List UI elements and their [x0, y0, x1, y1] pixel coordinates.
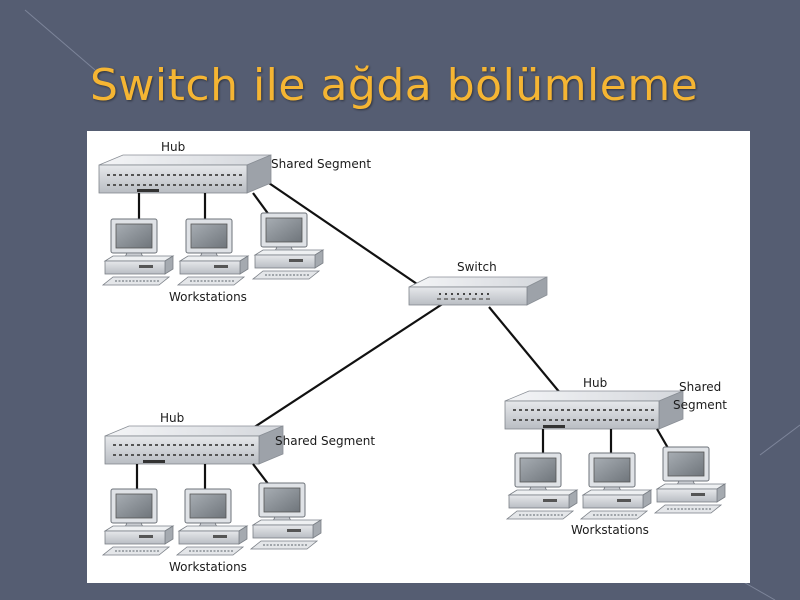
- workstation: [653, 446, 727, 514]
- keyboard-icon: [505, 510, 575, 520]
- workstation-cables: [541, 428, 673, 456]
- monitor-icon: [260, 212, 308, 254]
- switch-label: Switch: [457, 260, 497, 274]
- monitor-icon: [258, 482, 306, 524]
- computer-case-icon: [178, 255, 250, 275]
- workstation: [101, 488, 175, 556]
- monitor-icon: [514, 452, 562, 494]
- workstation-cables: [135, 463, 273, 490]
- monitor-icon: [185, 218, 233, 260]
- workstation: [579, 452, 653, 520]
- workstation: [251, 212, 325, 280]
- keyboard-icon: [579, 510, 649, 520]
- cable-hub2-switch: [226, 300, 448, 446]
- segment-label-line-1: Shared: [679, 380, 721, 394]
- workstation: [101, 218, 175, 286]
- keyboard-icon: [249, 540, 319, 550]
- computer-case-icon: [251, 519, 323, 539]
- keyboard-icon: [251, 270, 321, 280]
- workstation: [175, 488, 249, 556]
- segment-label-line-2: Segment: [673, 398, 727, 412]
- keyboard-icon: [175, 546, 245, 556]
- workstation: [249, 482, 323, 550]
- switch: Switch: [408, 260, 548, 306]
- workstations-label: Workstations: [169, 560, 247, 574]
- computer-case-icon: [103, 255, 175, 275]
- segment-label-line-1: Shared Segment: [275, 434, 375, 448]
- computer-case-icon: [253, 249, 325, 269]
- computer-case-icon: [177, 525, 249, 545]
- monitor-icon: [662, 446, 710, 488]
- workstation-cables: [137, 192, 273, 220]
- network-diagram-panel: Hub Shared Segment Workstations Switch: [87, 131, 750, 583]
- computer-case-icon: [581, 489, 653, 509]
- monitor-icon: [588, 452, 636, 494]
- segment-2: Hub Shared Segment Workstations: [101, 411, 375, 574]
- segment-3: Hub Shared Segment Workstations: [504, 376, 727, 537]
- switch-device: [408, 276, 548, 306]
- monitor-icon: [184, 488, 232, 530]
- computer-case-icon: [507, 489, 579, 509]
- workstation: [505, 452, 579, 520]
- workstation: [176, 218, 250, 286]
- monitor-icon: [110, 488, 158, 530]
- hub-label: Hub: [583, 376, 607, 390]
- keyboard-icon: [101, 276, 171, 286]
- segment-1: Hub Shared Segment Workstations: [98, 140, 371, 304]
- hub-device: [98, 154, 272, 194]
- hub-label: Hub: [160, 411, 184, 425]
- monitor-icon: [110, 218, 158, 260]
- slide-title: Switch ile ağda bölümleme: [90, 60, 699, 111]
- computer-case-icon: [103, 525, 175, 545]
- cable-hub1-switch: [262, 178, 440, 300]
- hub-device: [104, 425, 284, 465]
- keyboard-icon: [653, 504, 723, 514]
- segment-label-line-1: Shared Segment: [271, 157, 371, 171]
- computer-case-icon: [655, 483, 727, 503]
- workstations-label: Workstations: [169, 290, 247, 304]
- keyboard-icon: [176, 276, 246, 286]
- network-diagram: Hub Shared Segment Workstations Switch: [98, 140, 727, 574]
- workstations-label: Workstations: [571, 523, 649, 537]
- hub-device: [504, 390, 684, 430]
- keyboard-icon: [101, 546, 171, 556]
- hub-label: Hub: [161, 140, 185, 154]
